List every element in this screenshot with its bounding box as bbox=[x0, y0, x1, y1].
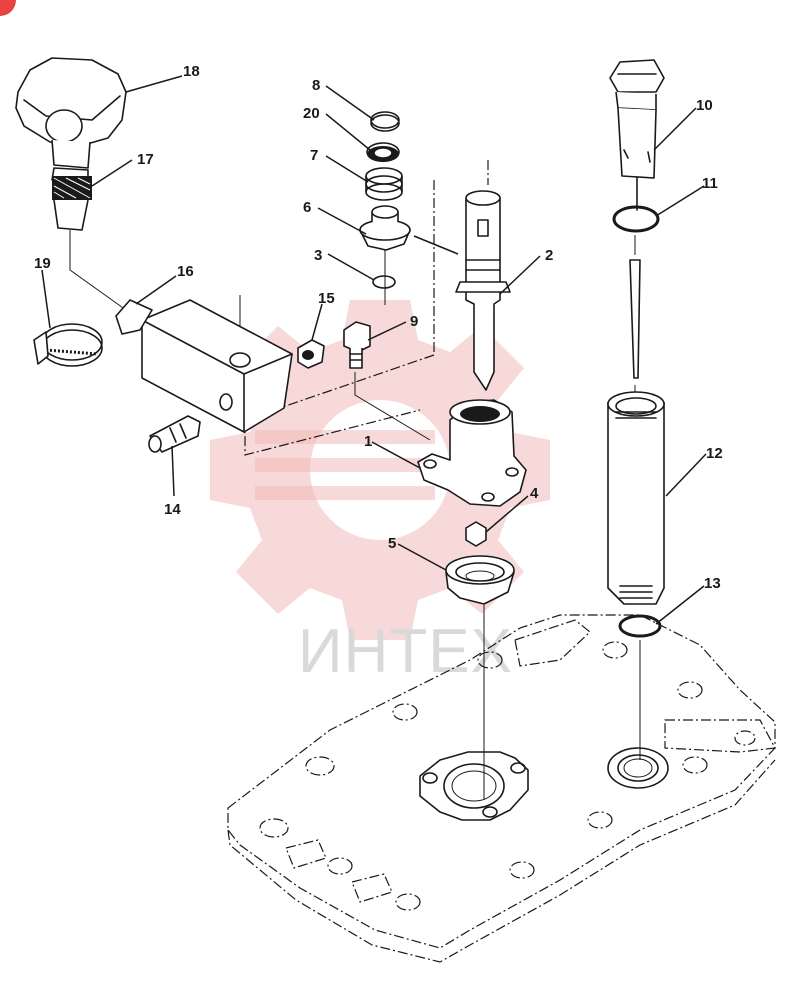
callout-6: 6 bbox=[303, 199, 311, 216]
part-17-coupling bbox=[51, 167, 92, 231]
callout-11: 11 bbox=[702, 175, 718, 192]
assembly-centerlines bbox=[69, 160, 641, 800]
callout-2: 2 bbox=[545, 247, 553, 264]
part-12-tube bbox=[607, 391, 665, 605]
part-11-o-ring bbox=[612, 205, 660, 233]
callout-10: 10 bbox=[696, 97, 713, 114]
callout-labels: 18 17 19 16 14 15 9 8 20 7 6 3 2 1 4 5 1… bbox=[34, 63, 723, 592]
watermark-text: ИНТЕХ bbox=[298, 617, 513, 686]
corner-badge bbox=[0, 0, 16, 16]
part-5-cup bbox=[445, 555, 515, 605]
part-8-retaining-ring bbox=[370, 111, 400, 132]
callout-4: 4 bbox=[530, 485, 539, 502]
callout-12: 12 bbox=[706, 445, 723, 462]
part-6-seat bbox=[359, 205, 411, 251]
callout-19: 19 bbox=[34, 255, 51, 272]
callout-14: 14 bbox=[164, 501, 181, 518]
part-13-o-ring bbox=[618, 614, 662, 638]
part-1-housing bbox=[417, 399, 527, 507]
part-10-dipstick bbox=[609, 59, 665, 379]
callout-8: 8 bbox=[312, 77, 320, 94]
part-16-block bbox=[115, 299, 293, 433]
callout-9: 9 bbox=[410, 313, 418, 330]
callout-3: 3 bbox=[314, 247, 322, 264]
watermark-gear-logo bbox=[210, 300, 550, 640]
base-plate bbox=[227, 614, 776, 963]
part-14-pin bbox=[148, 415, 201, 453]
part-2-shaft bbox=[413, 190, 511, 391]
part-4-valve bbox=[465, 521, 487, 547]
callout-5: 5 bbox=[388, 535, 396, 552]
callout-18: 18 bbox=[183, 63, 200, 80]
part-19-hose-clamp bbox=[33, 323, 103, 367]
callout-15: 15 bbox=[318, 290, 335, 307]
leader-lines bbox=[41, 75, 707, 625]
callout-16: 16 bbox=[177, 263, 194, 280]
callout-17: 17 bbox=[137, 151, 154, 168]
part-3-o-ring bbox=[372, 275, 396, 289]
part-9-screw bbox=[343, 321, 371, 369]
callout-20: 20 bbox=[303, 105, 320, 122]
part-7-spring bbox=[365, 167, 403, 201]
part-18-knob bbox=[15, 57, 127, 169]
part-20-washer bbox=[366, 142, 400, 162]
callout-1: 1 bbox=[364, 433, 372, 450]
callout-13: 13 bbox=[704, 575, 721, 592]
callout-7: 7 bbox=[310, 147, 318, 164]
